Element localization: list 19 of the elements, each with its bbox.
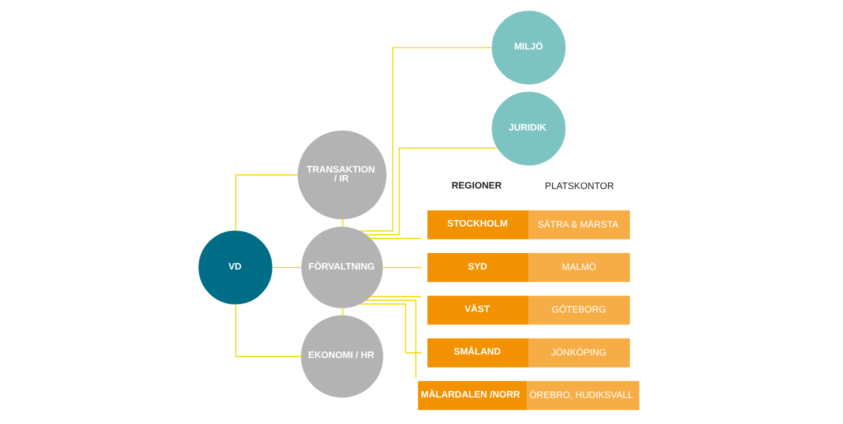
connector — [234, 304, 301, 357]
node-circle: VD — [198, 230, 272, 304]
connector — [365, 300, 416, 378]
node-circle: FÖRVALTNING — [300, 226, 382, 308]
connector — [234, 174, 298, 231]
connector — [272, 266, 302, 268]
connector — [365, 147, 498, 236]
label: REGIONER — [451, 179, 502, 190]
connector — [370, 296, 421, 298]
label: PLATSKONTOR — [544, 180, 614, 191]
node-circle: TRANSAKTION / IR — [297, 130, 386, 220]
node-circle: MILJÖ — [491, 10, 566, 85]
connector — [342, 219, 343, 228]
connector — [382, 266, 422, 268]
connector — [370, 238, 421, 239]
connector — [358, 47, 492, 232]
node-circle: JURIDIK — [491, 92, 566, 166]
node-circle: EKONOMI / HR — [300, 315, 383, 398]
connector — [358, 304, 422, 354]
